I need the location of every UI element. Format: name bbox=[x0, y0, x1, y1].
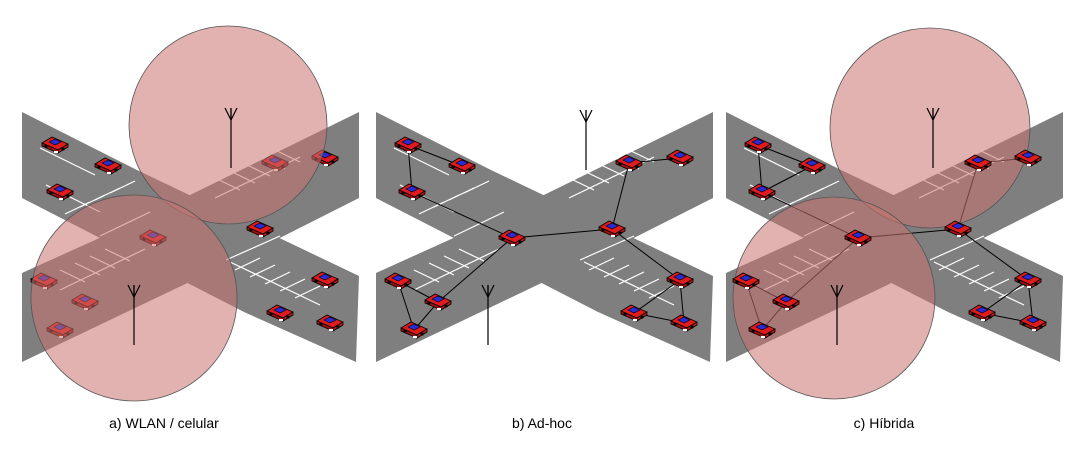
lane-marking bbox=[458, 248, 485, 262]
lane-marking bbox=[234, 257, 261, 271]
lane-marking bbox=[294, 285, 321, 299]
link-line bbox=[633, 279, 681, 314]
lane-marking bbox=[648, 285, 675, 299]
car-icon bbox=[1019, 314, 1047, 332]
lane-marking bbox=[583, 261, 675, 306]
lane-marking bbox=[633, 278, 660, 292]
antenna-icon bbox=[579, 109, 593, 170]
car-icon bbox=[964, 154, 992, 172]
link-line bbox=[411, 191, 513, 239]
car-icon bbox=[394, 136, 422, 154]
lane-marking bbox=[743, 147, 800, 176]
car-icon bbox=[246, 220, 274, 238]
car-icon bbox=[744, 136, 772, 154]
lane-marking bbox=[933, 261, 1025, 306]
lane-marking bbox=[929, 235, 985, 261]
lane-marking bbox=[225, 235, 281, 261]
link-line bbox=[511, 228, 613, 239]
coverage-area bbox=[732, 196, 936, 400]
car-icon bbox=[448, 157, 476, 175]
antenna-icon bbox=[224, 107, 238, 168]
antenna-icon bbox=[830, 284, 844, 345]
lane-marking bbox=[813, 180, 840, 194]
car-icon bbox=[615, 154, 643, 172]
car-icon bbox=[666, 271, 694, 289]
lane-marking bbox=[39, 147, 96, 176]
coverage-area bbox=[829, 27, 1031, 229]
antenna-icon bbox=[127, 284, 141, 345]
car-icon bbox=[772, 293, 800, 311]
road-intersection bbox=[376, 112, 713, 362]
lane-marking bbox=[229, 261, 321, 306]
lane-marking bbox=[109, 180, 136, 194]
lane-marking bbox=[603, 264, 630, 278]
car-icon bbox=[46, 183, 74, 201]
coverage-area bbox=[128, 25, 328, 225]
lane-marking bbox=[418, 201, 445, 215]
car-icon bbox=[798, 157, 826, 175]
car-icon bbox=[944, 220, 972, 238]
car-icon bbox=[598, 220, 626, 238]
car-icon bbox=[41, 136, 69, 154]
lane-marking bbox=[264, 271, 291, 285]
lane-marking bbox=[618, 271, 645, 285]
link-line bbox=[981, 279, 1029, 314]
antenna-icon bbox=[926, 107, 940, 168]
car-icon bbox=[424, 293, 452, 311]
lane-marking bbox=[279, 278, 306, 292]
car-icon bbox=[384, 272, 412, 290]
car-icon bbox=[94, 157, 122, 175]
car-icon bbox=[311, 271, 339, 289]
car-icon bbox=[1014, 271, 1042, 289]
lane-marking bbox=[983, 278, 1010, 292]
road-center bbox=[464, 196, 622, 276]
lane-marking bbox=[588, 257, 615, 271]
lane-marking bbox=[968, 271, 995, 285]
panel-adhoc: b) Ad-hoc bbox=[376, 109, 713, 431]
car-icon bbox=[398, 183, 426, 201]
car-icon bbox=[620, 304, 648, 322]
lane-marking bbox=[413, 248, 500, 291]
car-icon bbox=[266, 304, 294, 322]
car-icon bbox=[968, 304, 996, 322]
panel-caption: c) Híbrida bbox=[854, 415, 915, 431]
car-icon bbox=[400, 321, 428, 339]
panel-wlan: a) WLAN / celular bbox=[22, 25, 359, 431]
antenna-icon bbox=[481, 284, 495, 345]
lane-marking bbox=[64, 201, 91, 215]
car-icon bbox=[1014, 149, 1042, 167]
panel-caption: b) Ad-hoc bbox=[512, 415, 572, 431]
lane-marking bbox=[463, 180, 490, 194]
car-icon bbox=[498, 229, 526, 247]
car-icon bbox=[748, 183, 776, 201]
lane-marking bbox=[628, 149, 655, 163]
panel-caption: a) WLAN / celular bbox=[109, 415, 219, 431]
lane-marking bbox=[938, 257, 965, 271]
car-icon bbox=[732, 272, 760, 290]
link-line bbox=[611, 162, 630, 230]
link-line bbox=[761, 165, 813, 193]
lane-marking bbox=[249, 264, 276, 278]
lane-marking bbox=[768, 201, 795, 215]
link-line bbox=[611, 228, 681, 281]
lane-marking bbox=[453, 211, 505, 237]
lane-marking bbox=[579, 235, 635, 261]
lane-marking bbox=[953, 264, 980, 278]
lane-marking bbox=[393, 147, 450, 176]
car-icon bbox=[748, 321, 776, 339]
car-icon bbox=[844, 229, 872, 247]
link-line bbox=[437, 237, 513, 303]
link-line bbox=[957, 228, 1029, 281]
car-icon bbox=[316, 314, 344, 332]
panel-hybrid: c) Híbrida bbox=[726, 27, 1063, 431]
car-icon bbox=[666, 149, 694, 167]
car-icon bbox=[670, 314, 698, 332]
